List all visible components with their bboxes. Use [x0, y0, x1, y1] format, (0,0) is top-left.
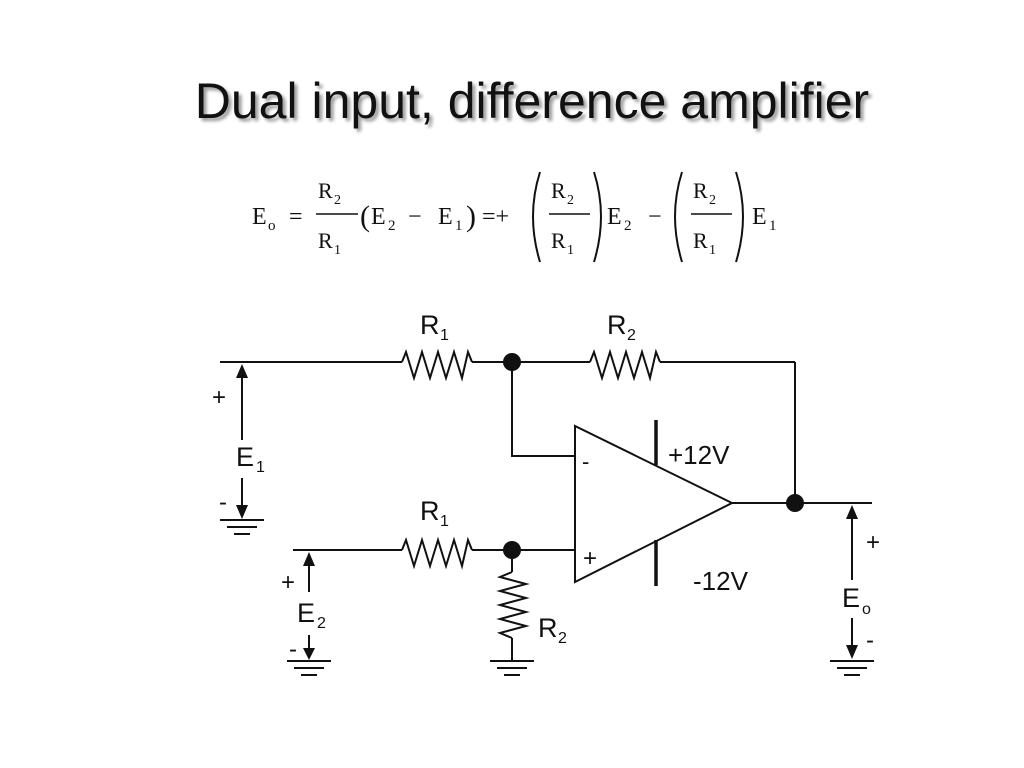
- svg-text:o: o: [862, 601, 871, 618]
- label-r2-feedback: R 2: [607, 310, 636, 344]
- difference-amplifier-equation: E o = R 2 R 1 ( E 2 − E 1 ) =+ R 2 R 1 E…: [252, 171, 777, 263]
- svg-text:+: +: [866, 529, 880, 556]
- eq-bracket2-left: [674, 171, 683, 263]
- eq-term3-var: E: [752, 204, 767, 230]
- eq-frac2-num-sub: 2: [567, 193, 574, 208]
- eq-lhs: E: [252, 204, 267, 230]
- svg-text:+: +: [281, 569, 295, 596]
- input-e1-indicator: + E 1 -: [212, 364, 265, 535]
- eq-frac3-num-sub: 2: [709, 193, 716, 208]
- eq-term2-var: E: [607, 204, 622, 230]
- eq-frac2-den: R: [551, 228, 566, 253]
- svg-text:1: 1: [440, 327, 449, 344]
- eq-equals: =: [289, 204, 303, 230]
- eq-lhs-sub: o: [268, 218, 276, 234]
- op-amp-triangle: [574, 424, 735, 584]
- eq-paren-open: (: [360, 200, 370, 233]
- svg-text:1: 1: [256, 459, 265, 476]
- svg-text:E: E: [842, 583, 860, 613]
- wire-inverting-input: [511, 362, 575, 457]
- output-eo-indicator: + E o -: [830, 505, 880, 676]
- resistor-r1-top: [401, 348, 473, 382]
- svg-text:+: +: [212, 384, 226, 411]
- resistor-r2-feedback: [589, 348, 661, 382]
- svg-text:1: 1: [440, 513, 449, 530]
- eq-var-b-sub: 1: [455, 218, 463, 234]
- eq-minus-2: −: [648, 204, 662, 230]
- eq-paren-close: ): [466, 200, 476, 233]
- svg-text:2: 2: [317, 615, 326, 632]
- eq-frac1-den-sub: 1: [334, 243, 341, 258]
- eq-equals-plus: =+: [482, 204, 509, 230]
- eq-frac1-num: R: [318, 178, 333, 203]
- input-e2-indicator: + E 2 -: [281, 552, 331, 676]
- supply-negative-label: -12V: [693, 566, 749, 596]
- svg-text:R: R: [420, 496, 440, 526]
- eq-frac3-den-sub: 1: [709, 243, 716, 258]
- eq-var-b: E: [438, 204, 453, 230]
- svg-text:2: 2: [558, 630, 567, 647]
- eq-term2-var-sub: 2: [624, 218, 632, 234]
- svg-text:-: -: [289, 636, 297, 663]
- label-r1-bottom: R 1: [420, 496, 449, 530]
- eq-term3-var-sub: 1: [769, 218, 777, 234]
- circuit-diagram: - + +12V -12V R 1 R 2: [212, 310, 880, 676]
- eq-var-a: E: [371, 204, 386, 230]
- op-amp-noninverting-sign: +: [583, 545, 597, 572]
- eq-frac2-num: R: [551, 178, 566, 203]
- svg-text:E: E: [297, 598, 315, 628]
- svg-text:E: E: [236, 442, 254, 472]
- svg-text:R: R: [420, 310, 440, 340]
- svg-text:R: R: [538, 613, 558, 643]
- label-r2-ground: R 2: [538, 613, 567, 647]
- label-r1-top: R 1: [420, 310, 449, 344]
- svg-text:R: R: [607, 310, 627, 340]
- supply-positive-label: +12V: [668, 440, 730, 470]
- eq-frac3-num: R: [693, 178, 708, 203]
- eq-bracket2-right: [735, 171, 744, 263]
- resistor-r2-ground: [496, 571, 530, 639]
- resistor-r1-bottom: [401, 536, 473, 570]
- svg-text:2: 2: [627, 327, 636, 344]
- eq-bracket1-right: [593, 171, 602, 263]
- eq-frac2-den-sub: 1: [567, 243, 574, 258]
- op-amp-inverting-sign: -: [582, 449, 589, 474]
- eq-frac1-den: R: [318, 228, 333, 253]
- eq-frac1-num-sub: 2: [334, 193, 341, 208]
- ground-symbol-r2: [490, 660, 534, 676]
- svg-text:-: -: [219, 489, 227, 516]
- eq-bracket1-left: [532, 171, 541, 263]
- slide-title: Dual input, difference amplifier: [194, 73, 870, 129]
- eq-frac3-den: R: [693, 228, 708, 253]
- svg-text:-: -: [866, 627, 874, 654]
- junction-output-node: [786, 494, 804, 512]
- eq-minus: −: [408, 204, 422, 230]
- eq-var-a-sub: 2: [388, 218, 396, 234]
